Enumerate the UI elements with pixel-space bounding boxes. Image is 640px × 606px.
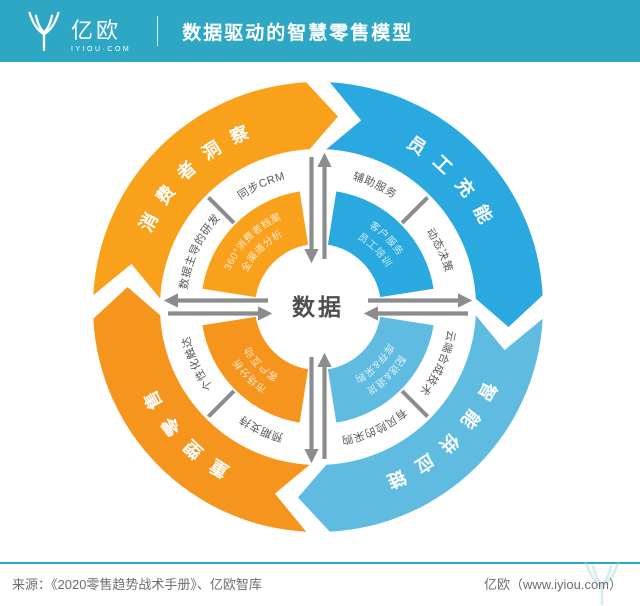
retail-model-wheel: 消费者洞察数据主导的研发同步CRM360°消费者档案全渠道分析员工充能辅助服务动… bbox=[93, 82, 543, 532]
employee-empowerment-middle-item-0: 辅助服务 bbox=[351, 169, 399, 201]
intelligent-supply-chain-inner-arc bbox=[327, 316, 434, 423]
intelligent-supply-chain-outer-arc bbox=[298, 315, 543, 532]
consumer-insight-inner-arc bbox=[202, 191, 309, 298]
footer-bar: 来源：《2020零售趋势战术手册》、亿欧智库 亿欧（www.iyiou.com） bbox=[0, 561, 640, 606]
consumer-insight-divider bbox=[206, 195, 236, 225]
intelligent-supply-chain-divider bbox=[400, 389, 430, 419]
consumer-insight-outer-arc bbox=[93, 82, 338, 299]
employee-empowerment-divider bbox=[400, 195, 430, 225]
iyiou-logo: 亿欧 IYIOU·COM bbox=[0, 9, 131, 53]
iyiou-logo-icon bbox=[28, 11, 60, 52]
footer-watermark-icon bbox=[584, 561, 620, 606]
reshaped-retail-outer-arc bbox=[93, 287, 310, 532]
header-divider bbox=[157, 16, 159, 46]
employee-empowerment-middle-item-1: 动态决策 bbox=[424, 226, 456, 274]
employee-empowerment-inner-arc bbox=[327, 191, 434, 298]
credit-text: 亿欧（www.iyiou.com） bbox=[484, 576, 622, 592]
header-bar: 亿欧 IYIOU·COM 数据驱动的智慧零售模型 bbox=[0, 0, 640, 62]
center-data-label: 数据 bbox=[292, 294, 344, 320]
reshaped-retail-middle-item-0: 预期支持 bbox=[236, 413, 284, 444]
reshaped-retail-divider bbox=[206, 389, 236, 419]
page-title: 数据驱动的智慧零售模型 bbox=[182, 22, 414, 44]
source-text: 来源：《2020零售趋势战术手册》、亿欧智库 bbox=[12, 576, 262, 592]
logo-text: 亿欧 bbox=[71, 18, 122, 43]
logo-subtext: IYIOU·COM bbox=[71, 46, 132, 53]
reshaped-retail-inner-arc bbox=[202, 316, 309, 423]
employee-empowerment-outer-arc bbox=[326, 82, 543, 327]
